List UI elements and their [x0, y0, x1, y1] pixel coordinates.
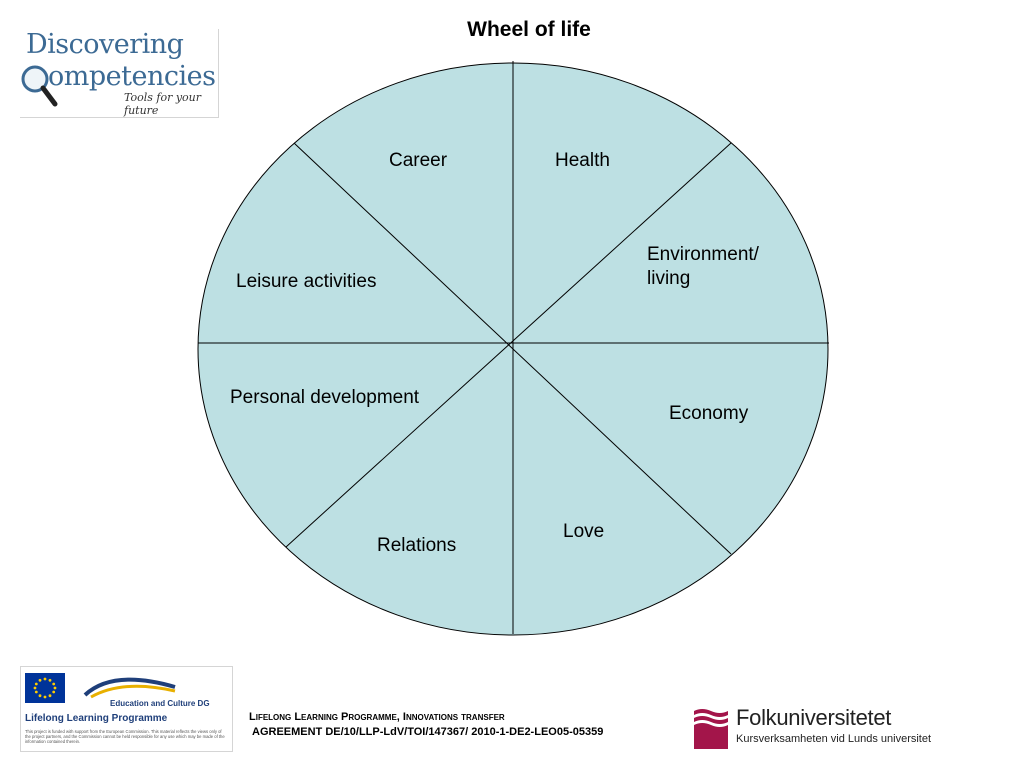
segment-environment: Environment/ living — [647, 243, 759, 291]
segment-health: Health — [555, 149, 610, 173]
segment-label: Health — [555, 150, 610, 171]
divider-diagonal-1 — [293, 142, 732, 555]
segment-relations: Relations — [377, 534, 456, 558]
eu-flag-icon — [25, 673, 65, 703]
agreement-line1: Lifelong Learning Programme, Innovations… — [249, 711, 505, 723]
logo-tagline: Tools for your future — [124, 91, 202, 117]
page-title: Wheel of life — [467, 18, 591, 41]
magnifier-icon — [21, 65, 58, 107]
segment-leisure-activities: Leisure activities — [236, 270, 376, 294]
folkuniversitetet-subtitle: Kursverksamheten vid Lunds universitet — [736, 733, 932, 745]
agreement-line2: AGREEMENT DE/10/LLP-LdV/TOI/147367/ 2010… — [252, 726, 604, 738]
segment-label: Career — [389, 150, 448, 171]
divider-diagonal-2 — [285, 142, 732, 548]
segment-love: Love — [563, 520, 604, 544]
eu-lifelong-learning-logo: Education and Culture DG Lifelong Learni… — [20, 666, 233, 752]
segment-label: Love — [563, 521, 605, 542]
segment-economy: Economy — [669, 402, 748, 426]
eu-programme-label: Lifelong Learning Programme — [25, 713, 168, 724]
segment-label: Relations — [377, 535, 457, 556]
logo-line1: Discovering — [26, 29, 184, 60]
eu-dg-label: Education and Culture DG — [110, 699, 210, 708]
segment-personal-development: Personal development — [230, 386, 419, 410]
segment-label: Economy — [669, 403, 749, 424]
segment-label: Environment/ — [647, 244, 759, 265]
segment-label-line2: living — [647, 268, 691, 289]
swoosh-icon — [83, 677, 176, 699]
logo-line2: ompetencies — [48, 61, 216, 92]
agreement-text: Lifelong Learning Programme, Innovations… — [249, 710, 603, 740]
segment-career: Career — [389, 149, 447, 173]
segment-label: Leisure activities — [236, 271, 377, 292]
discovering-competencies-logo: Discovering ompetencies Tools for your f… — [20, 29, 219, 118]
eu-disclaimer: This project is funded with support from… — [25, 729, 225, 744]
folkuniversitetet-name: Folkuniversitetet — [736, 705, 892, 730]
folkuniversitetet-logo-icon — [694, 709, 728, 749]
segment-label: Personal development — [230, 387, 420, 408]
